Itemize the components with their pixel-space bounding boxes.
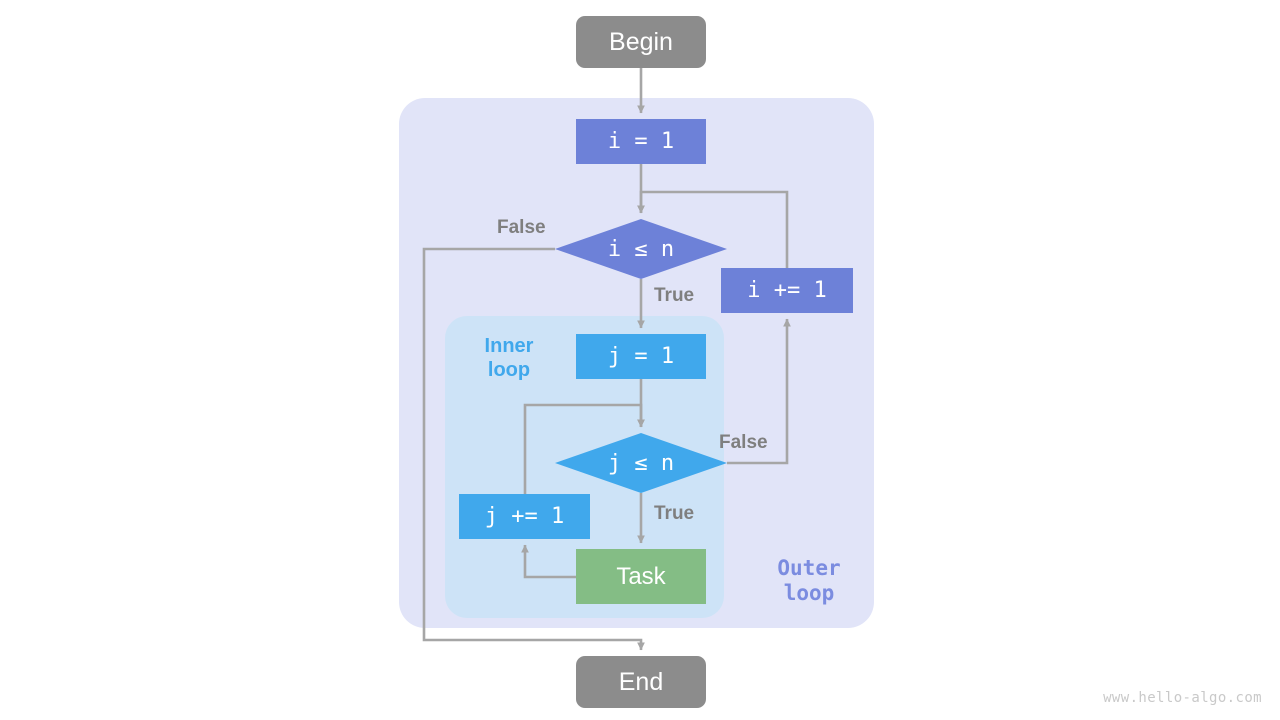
node-decision-j[interactable]: j ≤ n [555, 433, 727, 493]
edge-label-i-true: True [654, 285, 695, 306]
node-i-increment[interactable]: i += 1 [721, 268, 853, 313]
edge-label-j-true: True [654, 503, 695, 524]
node-i-init[interactable]: i = 1 [576, 119, 706, 164]
inner-loop-label: Inner loop [484, 335, 534, 381]
node-j-init[interactable]: j = 1 [576, 334, 706, 379]
node-j-init-label: j = 1 [607, 344, 675, 369]
outer-loop-label: Outer loop [777, 556, 841, 605]
node-end[interactable]: End [576, 656, 706, 708]
decision-j-diamond-shape [555, 433, 727, 493]
node-begin[interactable]: Begin [576, 16, 706, 68]
node-decision-j-label: j ≤ n [607, 450, 675, 476]
edge-label-j-false: False [719, 432, 768, 453]
decision-i-diamond-shape [555, 219, 727, 279]
node-i-increment-label: i += 1 [747, 278, 827, 303]
node-i-init-label: i = 1 [607, 129, 675, 154]
node-decision-i[interactable]: i ≤ n [555, 219, 727, 279]
node-task-label: Task [616, 562, 666, 590]
node-task[interactable]: Task [576, 549, 706, 604]
node-end-label: End [618, 667, 664, 696]
node-j-increment[interactable]: j += 1 [459, 494, 590, 539]
node-j-increment-label: j += 1 [484, 504, 565, 529]
node-begin-label: Begin [609, 27, 673, 56]
node-decision-i-label: i ≤ n [607, 236, 675, 262]
watermark: www.hello-algo.com [1103, 690, 1262, 706]
edge-label-i-false: False [497, 217, 546, 238]
